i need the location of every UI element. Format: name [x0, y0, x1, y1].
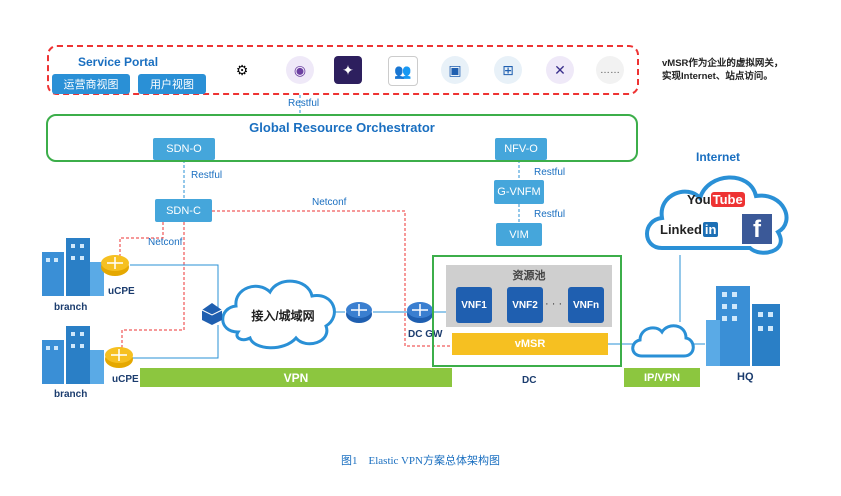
people-icon[interactable]: 👥 — [388, 56, 418, 86]
signal-icon[interactable]: ◉ — [286, 56, 314, 84]
ucpe-bottom-label: uCPE — [112, 374, 139, 385]
restful-sdn-label: Restful — [191, 170, 223, 181]
netconf-branch-label: Netconf — [148, 237, 183, 248]
dc-label: DC — [522, 375, 537, 386]
nfv-o-box[interactable]: NFV-O — [495, 138, 547, 160]
internet-title: Internet — [696, 150, 741, 164]
switch-icon — [201, 303, 223, 325]
satellite-icon[interactable]: ✕ — [546, 56, 574, 84]
g-vnfm-box[interactable]: G-VNFM — [494, 180, 544, 204]
operator-view-button[interactable]: 运营商视图 — [52, 74, 130, 94]
vnf-dots: · · · — [545, 298, 563, 310]
access-metro-cloud-icon — [221, 279, 336, 350]
restful-nfv-label: Restful — [534, 167, 566, 178]
hq-label: HQ — [737, 371, 754, 383]
service-portal-title: Service Portal — [78, 55, 159, 69]
sdn-o-box[interactable]: SDN-O — [153, 138, 215, 160]
ip-vpn-cloud-icon — [631, 324, 695, 358]
dc-gw-router-icon — [407, 302, 433, 323]
user-view-button[interactable]: 用户视图 — [138, 74, 206, 94]
vnfn-box[interactable]: VNFn — [568, 287, 604, 323]
access-metro-label: 接入/城域网 — [251, 309, 315, 323]
resource-pool-title: 资源池 — [512, 270, 546, 282]
vim-box[interactable]: VIM — [496, 223, 542, 246]
hq-buildings-icon — [706, 286, 780, 366]
service-portal-frame — [47, 45, 639, 95]
branch-bottom-label: branch — [54, 389, 88, 400]
internet-cloud-icon — [645, 175, 789, 255]
vmsr-side-note: vMSR作为企业的虚拟网关，实现Internet、站点访问。 — [662, 58, 784, 82]
dc-frame — [432, 255, 622, 367]
branch-top-label: branch — [54, 302, 88, 313]
vnf2-box[interactable]: VNF2 — [507, 287, 543, 323]
more-dots-icon[interactable]: …… — [596, 56, 624, 84]
orchestrator-frame — [46, 114, 638, 162]
sdn-c-box[interactable]: SDN-C — [155, 199, 212, 222]
branch-top-buildings-icon — [42, 238, 104, 296]
ucpe-bottom-router-icon — [105, 347, 133, 368]
facebook-logo: f — [742, 214, 772, 244]
ip-vpn-bar: IP/VPN — [624, 368, 700, 387]
orchestrator-title: Global Resource Orchestrator — [249, 120, 435, 135]
vpn-bar: VPN — [140, 368, 452, 387]
router-icon — [346, 302, 372, 323]
globe-network-icon[interactable]: ✦ — [334, 56, 362, 84]
restful-vnfm-label: Restful — [534, 209, 566, 220]
figure-caption: 图1 Elastic VPN方案总体架构图 — [341, 455, 500, 467]
branch-bottom-buildings-icon — [42, 326, 104, 384]
vnf1-box[interactable]: VNF1 — [456, 287, 492, 323]
gears-icon[interactable]: ⚙ — [228, 56, 256, 84]
ucpe-top-router-icon — [101, 255, 129, 276]
restful-portal-label: Restful — [288, 98, 320, 109]
network-tree-icon[interactable]: ⊞ — [494, 56, 522, 84]
camera-bag-icon[interactable]: ▣ — [441, 56, 469, 84]
vmsr-box[interactable]: vMSR — [452, 333, 608, 355]
dc-gw-label: DC GW — [408, 329, 443, 340]
netconf-main-label: Netconf — [312, 197, 347, 208]
ucpe-top-label: uCPE — [108, 286, 135, 297]
